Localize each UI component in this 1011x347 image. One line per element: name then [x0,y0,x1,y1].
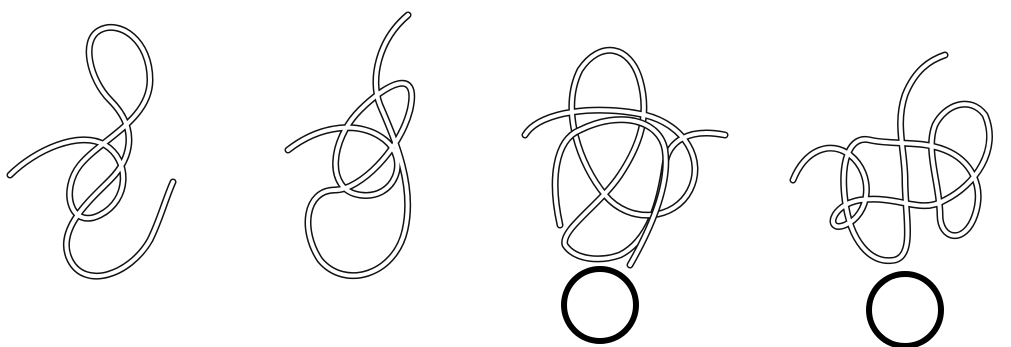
rope-1 [10,27,173,276]
knot-diagram-1 [10,27,173,276]
rope-2 [288,15,412,276]
ring-icon [869,274,941,346]
knot-diagram-3 [525,50,725,341]
rope-4 [793,55,989,261]
knot-diagram-2 [288,15,412,276]
knot-diagram-4 [793,55,989,346]
ring-icon [564,269,636,341]
rope-3 [525,50,725,265]
